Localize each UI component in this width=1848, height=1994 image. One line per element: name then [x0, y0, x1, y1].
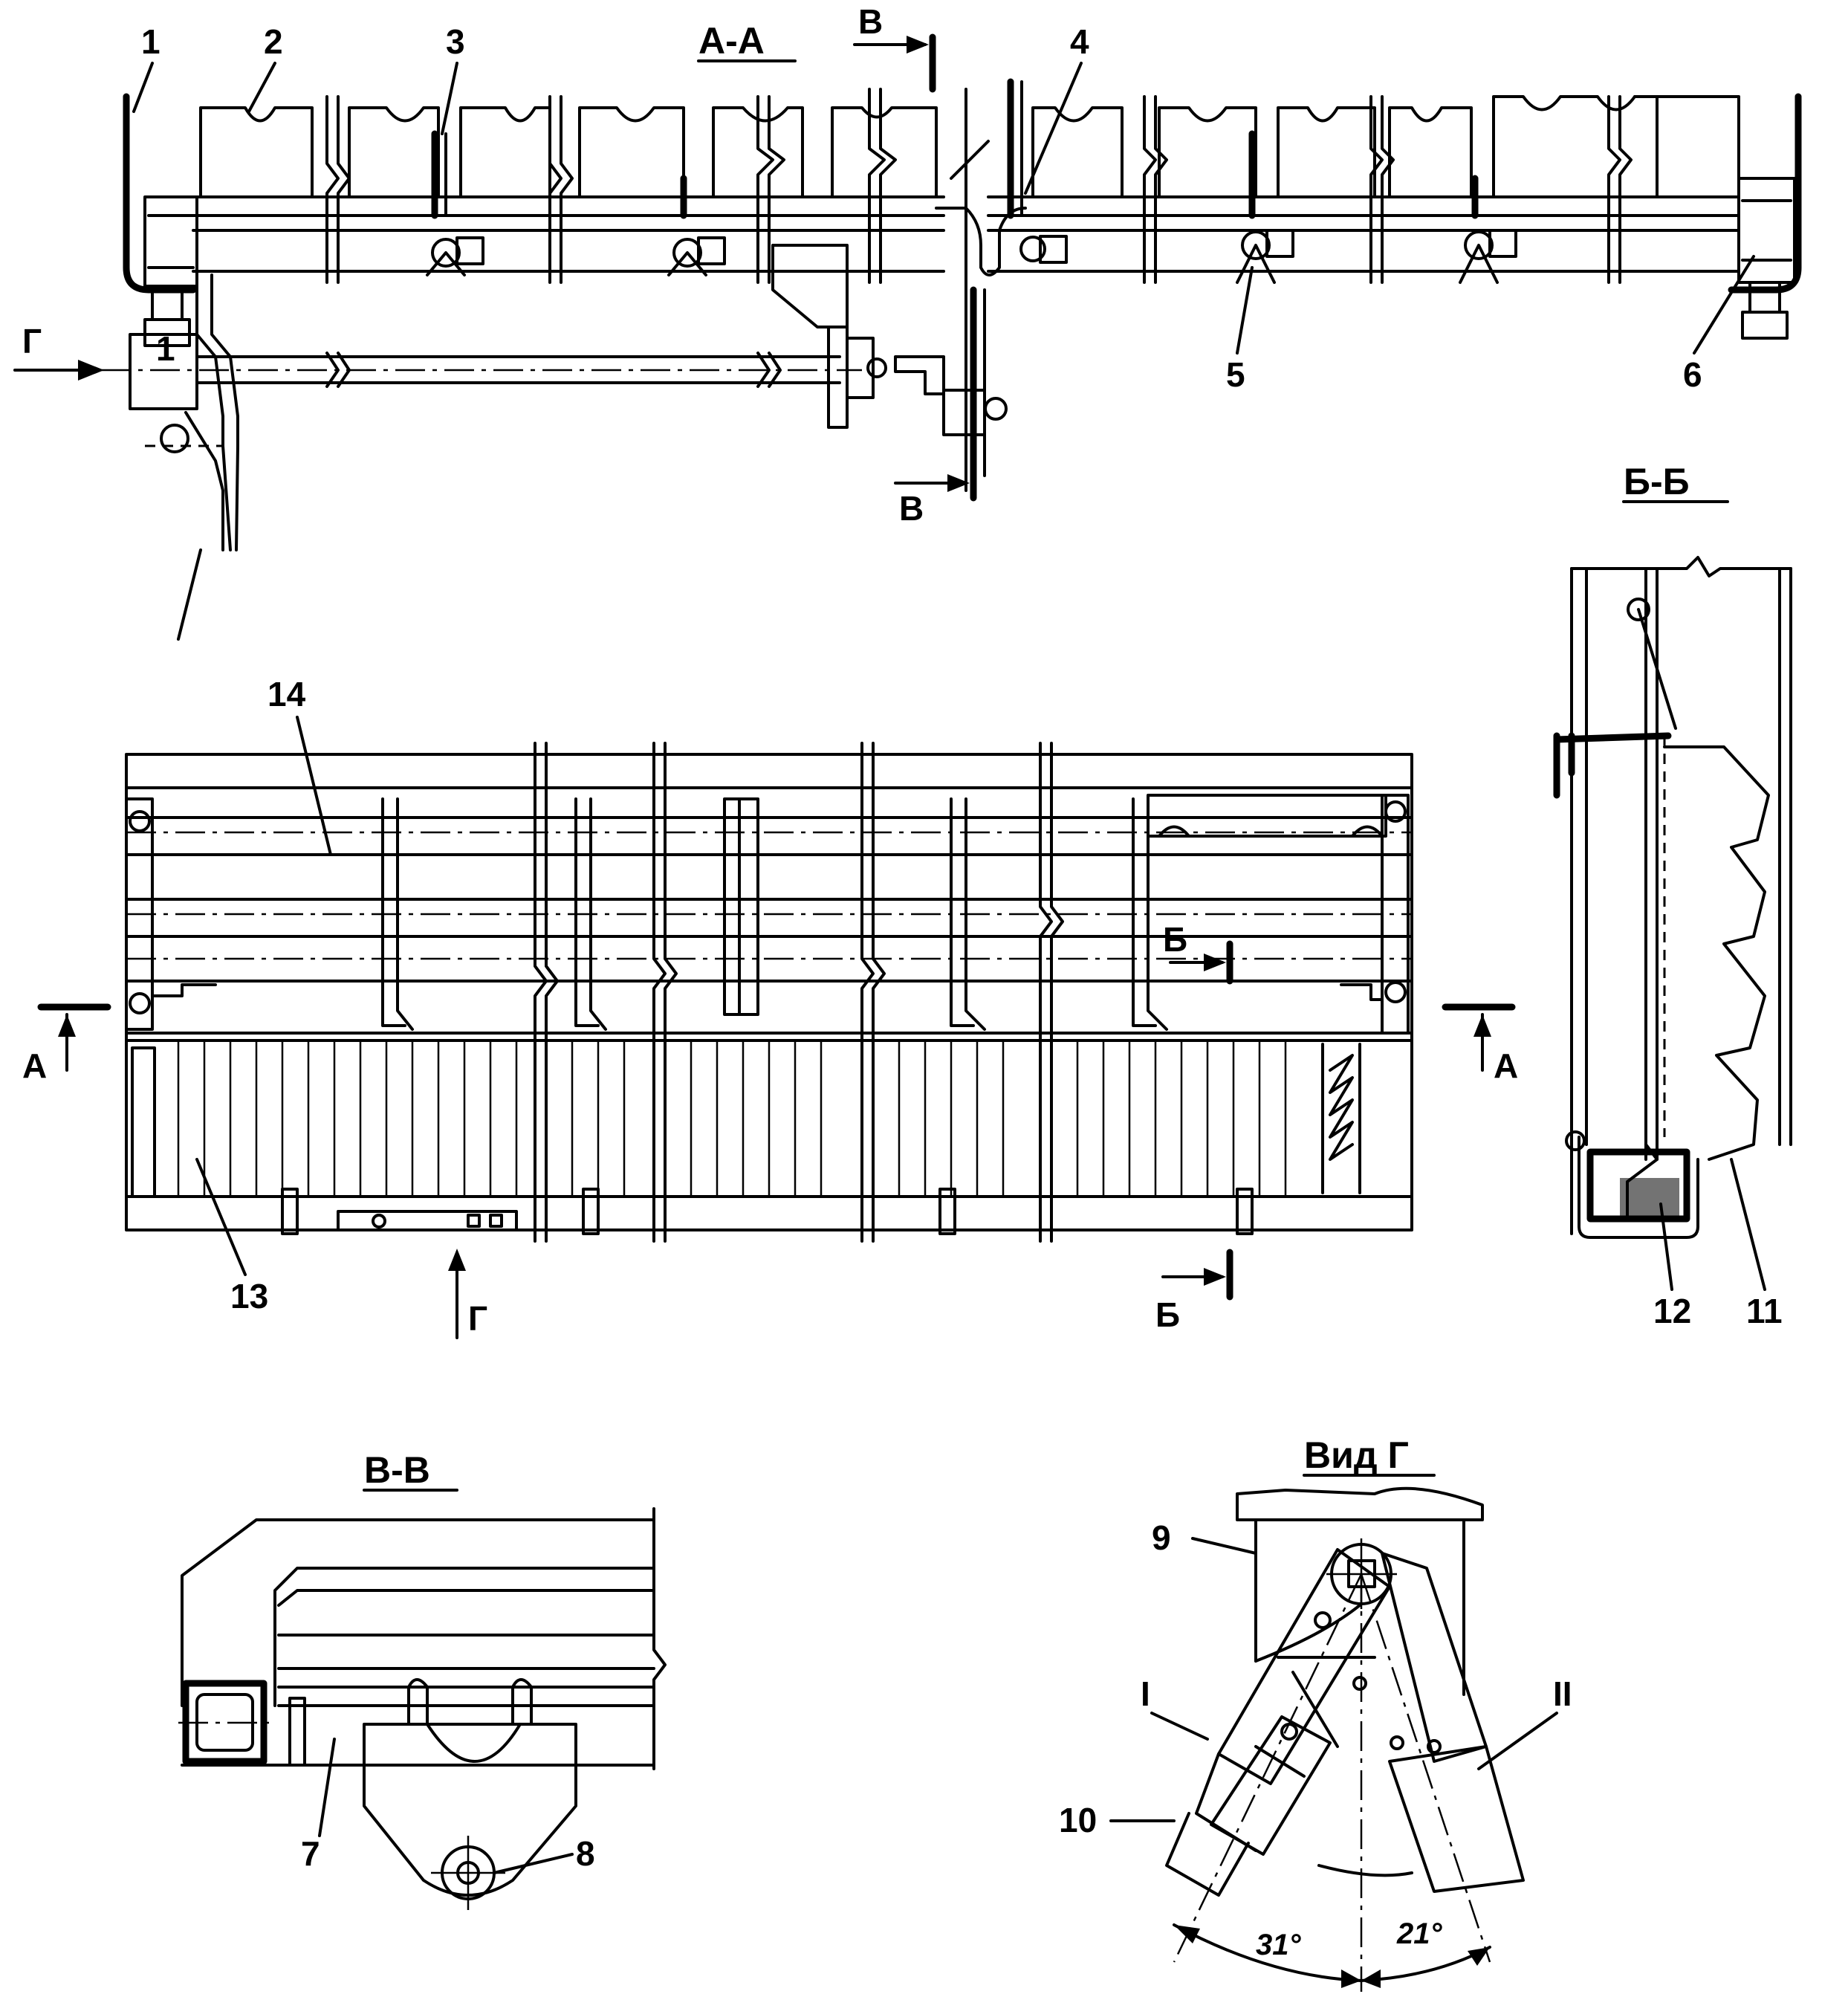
cut-g-left-label: Г [22, 322, 42, 360]
slats [131, 1040, 1361, 1198]
callout-2: 2 [264, 22, 283, 61]
section-bb-title: Б-Б [1624, 461, 1690, 502]
callout-5: 5 [1226, 355, 1245, 394]
section-bb-view: Б-Б [1553, 461, 1792, 1239]
callout-12: 12 [1653, 1292, 1691, 1330]
section-aa-title: А-А [698, 20, 765, 62]
view-g-title: Вид Г [1304, 1434, 1409, 1476]
cut-mark-a: А А [22, 1003, 1518, 1085]
position-i-label: I [1141, 1674, 1150, 1713]
callout-10: 10 [1059, 1801, 1097, 1839]
cut-mark-b: Б Б [1155, 920, 1233, 1334]
central-joint [935, 78, 1068, 492]
cut-mark-g-left: Г [13, 322, 104, 381]
cut-v-top: В [858, 2, 883, 41]
callouts: 1 2 3 4 5 6 7 8 9 10 11 12 13 14 [132, 22, 1783, 1874]
clamp-group [426, 130, 1517, 284]
cut-g-marker-small: 1 [156, 329, 175, 368]
section-vv-title: В-В [364, 1449, 430, 1491]
cut-a-left-label: А [22, 1046, 47, 1085]
break-lines [325, 88, 1633, 284]
cut-a-right-label: А [1494, 1046, 1518, 1085]
callout-11: 11 [1746, 1292, 1783, 1330]
callout-6: 6 [1683, 355, 1702, 394]
callout-4: 4 [1070, 22, 1089, 61]
shaft-mechanism: 1 [52, 244, 1008, 641]
callout-1: 1 [141, 22, 161, 61]
section-vv-view: В-В [178, 1449, 667, 1910]
callout-13: 13 [230, 1277, 268, 1315]
cut-v-bottom: В [899, 489, 924, 528]
cut-mark-g-bottom: Г [448, 1249, 487, 1339]
section-aa-view: А-А [13, 2, 1802, 641]
cut-g-bottom-label: Г [468, 1299, 487, 1338]
callout-8: 8 [576, 1834, 595, 1873]
callout-3: 3 [446, 22, 465, 61]
angle-left: 31° [1256, 1929, 1301, 1961]
callout-9: 9 [1152, 1518, 1171, 1557]
callout-7: 7 [301, 1834, 320, 1873]
cut-b-bottom-label: Б [1155, 1295, 1180, 1334]
position-ii-label: II [1553, 1674, 1572, 1713]
callout-14: 14 [268, 675, 306, 713]
cut-b-top-label: Б [1163, 920, 1187, 959]
angle-right: 21° [1396, 1917, 1442, 1950]
view-g: Вид Г 31° 21° I II [1141, 1434, 1572, 1992]
cut-line-v: В В [853, 2, 977, 528]
plan-view: А А Б Б Г [22, 742, 1518, 1339]
